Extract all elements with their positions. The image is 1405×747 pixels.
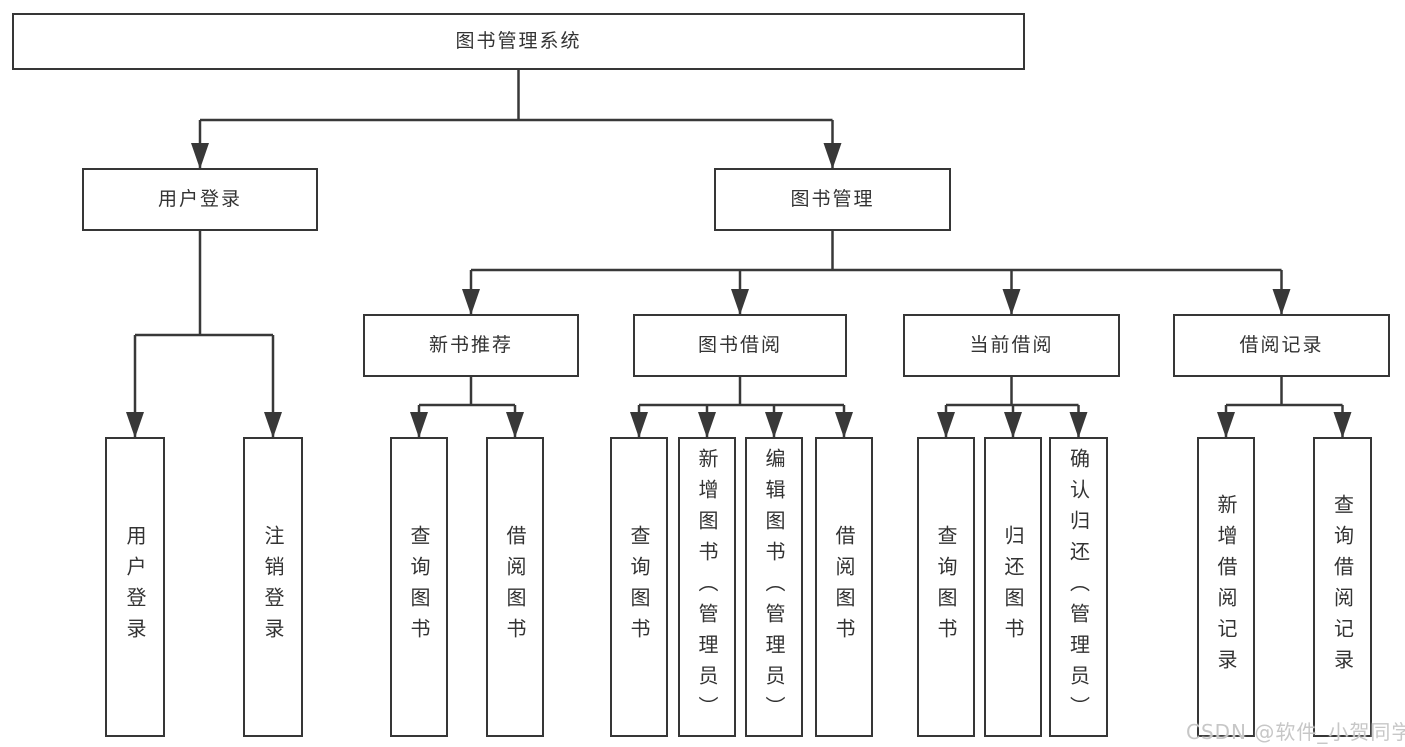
node-label: 确认归还（管理员） [1066, 447, 1091, 727]
node-nb-query-book: 查询图书 [390, 437, 448, 737]
node-bb-add-book-admin: 新增图书（管理员） [678, 437, 736, 737]
node-root: 图书管理系统 [12, 13, 1025, 70]
node-bb-edit-book-admin: 编辑图书（管理员） [745, 437, 803, 737]
node-br-add-record: 新增借阅记录 [1197, 437, 1255, 737]
node-label: 查询图书 [407, 525, 431, 649]
node-bb-borrow-book: 借阅图书 [815, 437, 873, 737]
node-label: 借阅图书 [832, 525, 856, 649]
node-label: 借阅图书 [503, 525, 527, 649]
node-book-borrow: 图书借阅 [633, 314, 847, 377]
node-label: 图书管理 [790, 188, 875, 210]
node-label: 新增图书（管理员） [695, 447, 719, 727]
node-label: 图书管理系统 [455, 30, 582, 52]
node-leaf-user-login: 用户登录 [105, 437, 165, 737]
node-current-borrow: 当前借阅 [903, 314, 1120, 377]
node-cb-query-book: 查询图书 [917, 437, 975, 737]
node-borrow-records: 借阅记录 [1173, 314, 1390, 377]
node-label: 查询图书 [627, 525, 651, 649]
node-cb-return-book: 归还图书 [984, 437, 1042, 737]
node-label: 新书推荐 [428, 334, 513, 356]
node-label: 当前借阅 [969, 334, 1054, 356]
node-new-book-rec: 新书推荐 [363, 314, 579, 377]
node-book-mgmt: 图书管理 [714, 168, 951, 231]
node-bb-query-book: 查询图书 [610, 437, 668, 737]
node-label: 图书借阅 [697, 334, 782, 356]
node-label: 新增借阅记录 [1214, 494, 1238, 680]
node-label: 编辑图书（管理员） [762, 447, 786, 727]
node-label: 用户登录 [157, 188, 242, 210]
node-label: 查询图书 [934, 525, 958, 649]
watermark-text: CSDN @软件_小贺同学 [1186, 720, 1405, 744]
node-user-login: 用户登录 [82, 168, 318, 231]
node-nb-borrow-book: 借阅图书 [486, 437, 544, 737]
node-cb-confirm-return-admin: 确认归还（管理员） [1049, 437, 1108, 737]
node-label: 查询借阅记录 [1330, 494, 1355, 680]
node-label: 用户登录 [123, 525, 147, 649]
node-label: 归还图书 [1001, 525, 1025, 649]
node-leaf-logout: 注销登录 [243, 437, 303, 737]
node-label: 借阅记录 [1239, 334, 1324, 356]
node-label: 注销登录 [261, 525, 285, 649]
node-br-query-record: 查询借阅记录 [1313, 437, 1372, 737]
edge-lines [126, 70, 1352, 438]
